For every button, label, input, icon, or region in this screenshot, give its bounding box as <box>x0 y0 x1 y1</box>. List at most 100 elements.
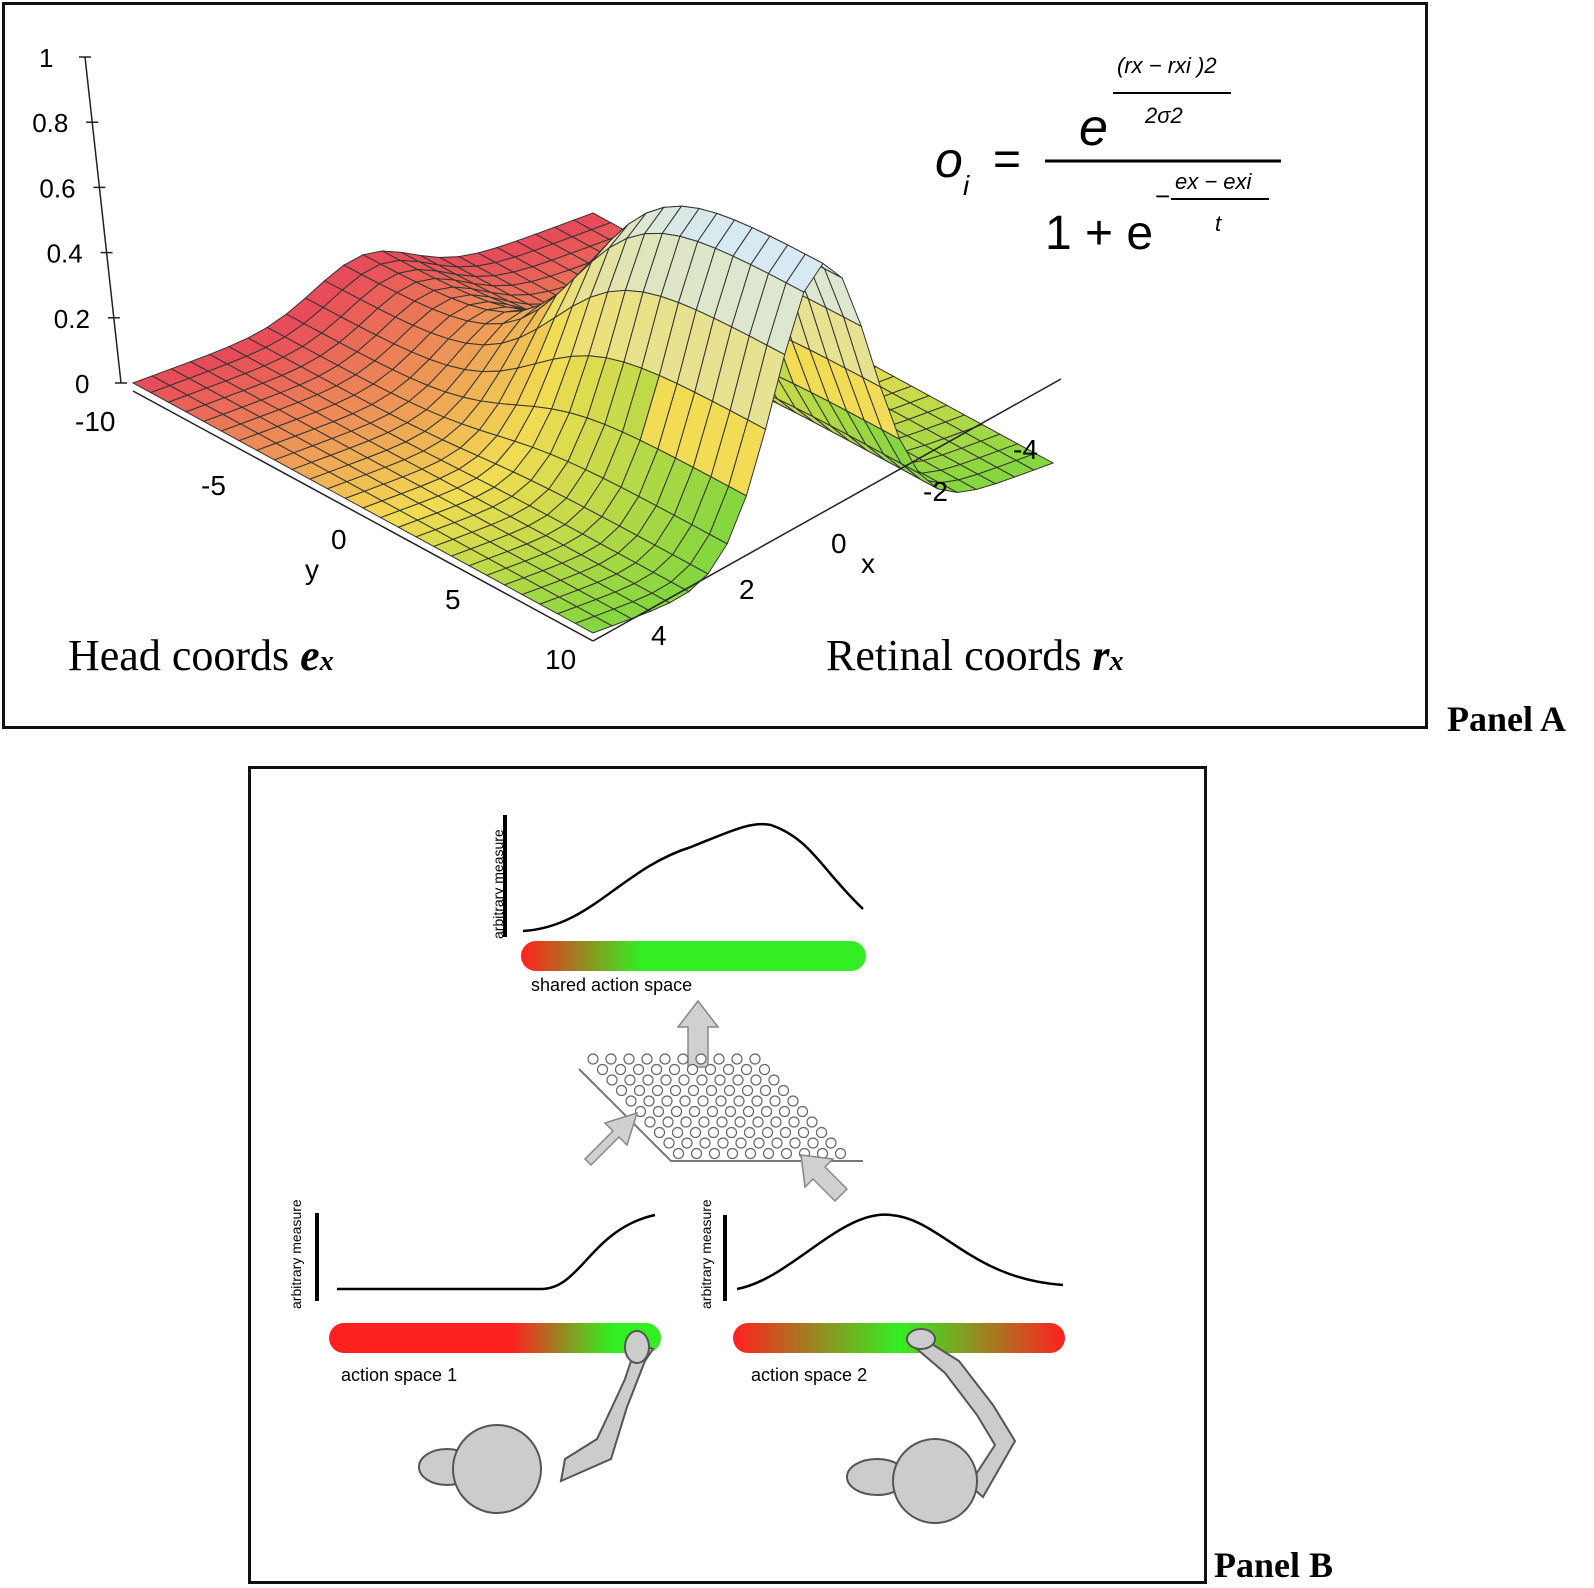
neuron-unit <box>717 1137 729 1149</box>
neuron-unit <box>744 1147 757 1160</box>
neuron-unit <box>726 1147 739 1160</box>
formula-numer-exp-top: (rx − rxi )2 <box>1117 53 1217 78</box>
neuron-unit <box>680 1116 692 1128</box>
neuron-unit <box>759 1084 772 1097</box>
neuron-unit <box>722 1063 735 1076</box>
z-axis-tick-label: 0.6 <box>39 173 75 203</box>
neuron-unit <box>778 1105 791 1118</box>
y-axis-tick-label: 5 <box>445 584 461 615</box>
formula: o i = e (rx − rxi )2 2σ2 1 + e − ex − ex… <box>935 53 1281 260</box>
surface-3d <box>131 205 1055 634</box>
neuron-unit <box>753 1137 765 1149</box>
neuron-unit <box>771 1137 783 1149</box>
neuron-unit <box>644 1116 656 1128</box>
neuron-unit <box>787 1095 799 1107</box>
action-bar-2 <box>733 1323 1065 1353</box>
neuron-unit <box>697 1095 709 1107</box>
neuron-unit <box>733 1095 745 1107</box>
neuron-unit <box>623 1053 635 1065</box>
x-axis-line <box>592 378 1062 642</box>
formula-denom-minus: − <box>1155 181 1170 211</box>
neuron-unit <box>715 1095 727 1107</box>
neuron-unit <box>770 1116 782 1128</box>
neuron-unit <box>605 1053 617 1065</box>
formula-numer-base: e <box>1079 99 1108 157</box>
person1-head <box>452 1424 542 1514</box>
neuron-grid <box>578 1053 863 1162</box>
neuron-unit <box>686 1063 699 1076</box>
z-axis-tick-label: 0.2 <box>54 304 90 334</box>
neuron-unit <box>634 1105 647 1118</box>
neuron-unit <box>734 1116 746 1128</box>
neuron-unit <box>669 1084 682 1097</box>
neuron-unit <box>606 1074 618 1086</box>
neuron-unit <box>679 1095 691 1107</box>
head-coords-label: Head coords ex <box>68 631 334 680</box>
x-axis-tick-label: 0 <box>831 528 847 559</box>
neuron-unit <box>689 1126 702 1139</box>
y-axis-tick-label: -5 <box>201 470 226 501</box>
neuron-unit <box>731 1053 743 1065</box>
neuron-unit <box>789 1137 801 1149</box>
person-1-figure <box>418 1330 655 1514</box>
panel-b-frame: arbitrary measure shared action space ar… <box>248 766 1207 1584</box>
neuron-unit <box>652 1105 665 1118</box>
neuron-unit <box>735 1137 747 1149</box>
x-axis-tick-label: 4 <box>651 620 667 651</box>
action-bar-1 <box>329 1323 661 1353</box>
neuron-unit <box>724 1105 737 1118</box>
neuron-unit <box>668 1063 681 1076</box>
neuron-unit <box>632 1063 645 1076</box>
diag-arrow-right-icon <box>800 1154 849 1203</box>
neuron-unit <box>768 1074 780 1086</box>
neuron-unit <box>596 1063 609 1076</box>
neuron-unit <box>651 1084 664 1097</box>
neuron-unit <box>732 1074 744 1086</box>
retinal-coords-label: Retinal coords rx <box>826 631 1124 680</box>
neuron-unit <box>713 1053 725 1065</box>
y-axis-tick-label: -10 <box>75 406 115 437</box>
neuron-unit <box>725 1126 738 1139</box>
space1-ylabel: arbitrary measure <box>288 1199 304 1309</box>
neuron-unit <box>661 1095 673 1107</box>
neuron-unit <box>705 1084 718 1097</box>
y-axis-line <box>132 390 594 642</box>
neuron-unit <box>807 1137 819 1149</box>
formula-denom: 1 + e <box>1045 207 1153 260</box>
space2-label: action space 2 <box>751 1365 867 1385</box>
neuron-unit <box>681 1137 693 1149</box>
shared-space-label: shared action space <box>531 975 692 995</box>
neuron-unit <box>663 1137 675 1149</box>
formula-lhs: o <box>935 132 963 188</box>
panel-b-diagram: arbitrary measure shared action space ar… <box>288 815 1065 1524</box>
neuron-unit <box>587 1053 599 1065</box>
space1-curve <box>337 1213 656 1291</box>
neuron-unit <box>698 1116 710 1128</box>
neuron-unit <box>752 1116 764 1128</box>
neuron-unit <box>758 1063 771 1076</box>
neuron-unit <box>662 1116 674 1128</box>
neuron-unit <box>614 1063 627 1076</box>
person2-head <box>892 1438 978 1524</box>
neuron-unit <box>743 1126 756 1139</box>
neuron-unit <box>806 1116 818 1128</box>
neuron-unit <box>780 1147 793 1160</box>
neuron-unit <box>660 1074 672 1086</box>
neuron-unit <box>672 1147 685 1160</box>
neuron-unit <box>740 1063 753 1076</box>
neuron-unit <box>796 1105 809 1118</box>
neuron-unit <box>671 1126 684 1139</box>
neuron-unit <box>762 1147 775 1160</box>
x-axis-label: x <box>861 548 875 579</box>
neuron-unit <box>750 1074 762 1086</box>
neuron-unit <box>653 1126 666 1139</box>
neuron-unit <box>688 1105 701 1118</box>
neuron-unit <box>751 1095 763 1107</box>
grid-edge <box>578 1068 863 1162</box>
neuron-unit <box>707 1126 720 1139</box>
neuron-unit <box>797 1126 810 1139</box>
neuron-unit <box>650 1063 663 1076</box>
